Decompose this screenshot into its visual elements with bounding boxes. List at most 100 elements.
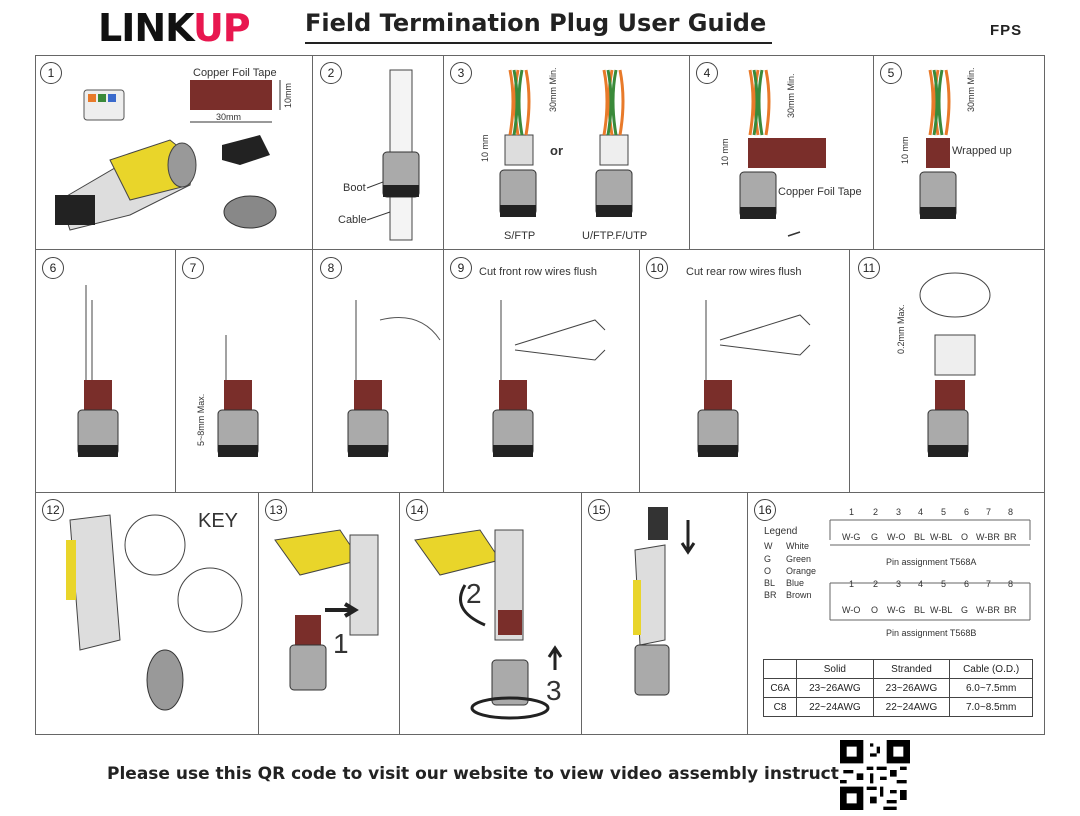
step-number-5: 5 xyxy=(880,62,902,84)
pin-number: 4 xyxy=(918,579,924,589)
t568b-pin: O xyxy=(871,605,879,615)
key-label: KEY xyxy=(198,510,239,532)
pin-number: 3 xyxy=(896,579,902,589)
uftp-label: U/FTP.F/UTP xyxy=(582,230,648,242)
t568b-pin: W-BR xyxy=(976,605,1000,615)
table-header: Solid xyxy=(796,659,874,679)
pin-number: 4 xyxy=(918,507,924,517)
pin-number: 2 xyxy=(873,507,879,517)
table-cell: 23~26AWG xyxy=(872,678,951,698)
t568a-pin: W-BL xyxy=(930,532,953,542)
step-number-10: 10 xyxy=(646,257,668,279)
step-13-callout-1: 1 xyxy=(333,628,349,659)
row-2-drawings xyxy=(77,272,991,457)
cut-rear-row-text: Cut rear row wires flush xyxy=(686,266,802,278)
step-14-callout-3: 3 xyxy=(546,675,562,706)
qr-code-icon[interactable] xyxy=(840,740,910,810)
table-header: Cable (O.D.) xyxy=(949,659,1033,679)
strip-max-label: 5~8mm Max. xyxy=(196,393,206,446)
step-4-min-label: 30mm Min. xyxy=(786,73,796,118)
copper-foil-tape-swatch xyxy=(190,80,272,110)
page-title: Field Termination Plug User Guide xyxy=(305,9,767,37)
t568a-pin: W-G xyxy=(842,532,861,542)
logo-text-link: LINK xyxy=(98,6,194,50)
pin-number: 1 xyxy=(849,579,855,589)
table-cell: 22~24AWG xyxy=(796,697,874,717)
cable-spec-table: Solid Stranded Cable (O.D.) C6A 23~26AWG… xyxy=(762,659,1033,717)
legend-code-br: BR xyxy=(764,590,777,600)
step-number-8: 8 xyxy=(320,257,342,279)
pin-number: 2 xyxy=(873,579,879,589)
pin-number: 5 xyxy=(941,507,947,517)
step-number-7: 7 xyxy=(182,257,204,279)
step-5-min-label: 30mm Min. xyxy=(966,67,976,112)
step-1-drawing xyxy=(55,80,281,231)
legend-name-g: Green xyxy=(786,554,812,564)
table-row: C8 22~24AWG 22~24AWG 7.0~8.5mm xyxy=(762,697,1033,717)
pin-number: 8 xyxy=(1008,507,1014,517)
step-2-drawing xyxy=(366,69,420,241)
title-underline xyxy=(305,42,772,44)
step-number-12: 12 xyxy=(42,499,64,521)
tape-height-label: 10mm xyxy=(283,82,293,108)
legend-name-bl: Blue xyxy=(786,578,805,588)
step-number-2: 2 xyxy=(320,62,342,84)
t568a-pin: W-O xyxy=(887,532,906,542)
trim-max-label: 0.2mm Max. xyxy=(896,304,906,354)
boot-label: Boot xyxy=(343,182,366,194)
step-number-6: 6 xyxy=(42,257,64,279)
t568b-pin: BR xyxy=(1004,605,1017,615)
product-code: FPS xyxy=(990,22,1023,39)
t568a-pin: O xyxy=(961,532,969,542)
cut-front-row-text: Cut front row wires flush xyxy=(479,266,597,278)
pin-number: 8 xyxy=(1008,579,1014,589)
or-label: or xyxy=(550,143,563,158)
pin-number: 5 xyxy=(941,579,947,589)
legend-title: Legend xyxy=(764,526,798,537)
t568b-pin: BL xyxy=(914,605,926,615)
step-3-drawing xyxy=(499,69,633,217)
legend-name-w: White xyxy=(786,541,810,551)
table-header: Stranded xyxy=(872,659,951,679)
step-3-ten-label: 10 mm xyxy=(480,134,490,162)
copper-foil-tape-label: Copper Foil Tape xyxy=(193,67,277,79)
copper-foil-tape-pointer-label: Copper Foil Tape xyxy=(778,186,862,198)
t568b-label: Pin assignment T568B xyxy=(886,628,977,638)
pin-number: 1 xyxy=(849,507,855,517)
step-5-ten-label: 10 mm xyxy=(900,136,910,164)
tape-width-label: 30mm xyxy=(216,112,242,122)
table-cell: 7.0~8.5mm xyxy=(949,697,1033,717)
t568a-pin: W-BR xyxy=(976,532,1000,542)
step-16-panel xyxy=(747,492,1045,735)
table-header-row: Solid Stranded Cable (O.D.) xyxy=(762,659,1033,679)
brand-logo: LINKUP xyxy=(98,6,251,50)
pin-number: 6 xyxy=(964,507,970,517)
legend-name-o: Orange xyxy=(786,566,817,576)
legend-name-br: Brown xyxy=(786,590,812,600)
step-3-min-label: 30mm Min. xyxy=(548,67,558,112)
step-number-15: 15 xyxy=(588,499,610,521)
pin-number: 7 xyxy=(986,507,992,517)
footer-instruction: Please use this QR code to visit our web… xyxy=(107,764,886,784)
pin-number: 3 xyxy=(896,507,902,517)
pin-number: 7 xyxy=(986,579,992,589)
table-cell: 6.0~7.5mm xyxy=(949,678,1033,698)
step-14-callout-2: 2 xyxy=(466,578,482,609)
table-cell: 22~24AWG xyxy=(872,697,951,717)
table-header xyxy=(762,659,798,679)
step-4-ten-label: 10 mm xyxy=(720,138,730,166)
pin-number: 6 xyxy=(964,579,970,589)
sftp-label: S/FTP xyxy=(504,230,536,242)
t568a-pin: G xyxy=(871,532,879,542)
t568b-pin: G xyxy=(961,605,969,615)
wrapped-up-label: Wrapped up xyxy=(952,145,1012,157)
step-number-1: 1 xyxy=(40,62,62,84)
step-number-9: 9 xyxy=(450,257,472,279)
t568a-label: Pin assignment T568A xyxy=(886,557,977,567)
t568a-pin: BL xyxy=(914,532,926,542)
step-number-4: 4 xyxy=(696,62,718,84)
cable-label: Cable xyxy=(338,214,367,226)
t568b-pin: W-O xyxy=(842,605,861,615)
table-cell: C6A xyxy=(762,678,798,698)
